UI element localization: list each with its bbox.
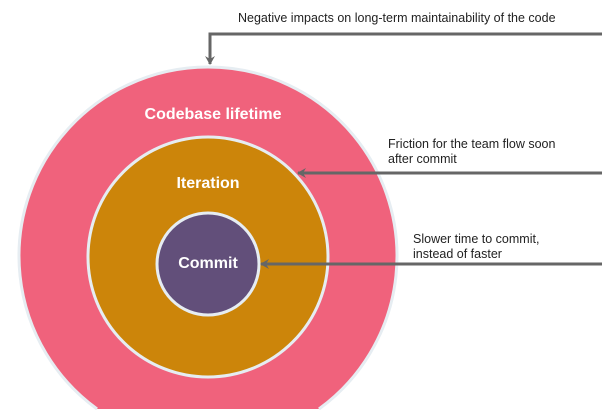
annotation-commit-line1: Slower time to commit, <box>413 232 540 246</box>
label-commit: Commit <box>178 255 238 272</box>
annotation-iteration: Friction for the team flow soon after co… <box>388 137 555 167</box>
annotation-iteration-line2: after commit <box>388 152 457 166</box>
label-iteration: Iteration <box>176 175 240 192</box>
label-codebase-lifetime: Codebase lifetime <box>144 106 282 123</box>
annotation-commit: Slower time to commit, instead of faster <box>413 232 539 262</box>
arrow-lifetime <box>205 32 602 65</box>
ring-codebase-lifetime-border <box>17 65 399 410</box>
annotation-lifetime: Negative impacts on long-term maintainab… <box>238 11 556 25</box>
ring-commit <box>155 211 261 317</box>
annotation-commit-line2: instead of faster <box>413 247 502 261</box>
annotation-iteration-line1: Friction for the team flow soon <box>388 137 556 151</box>
